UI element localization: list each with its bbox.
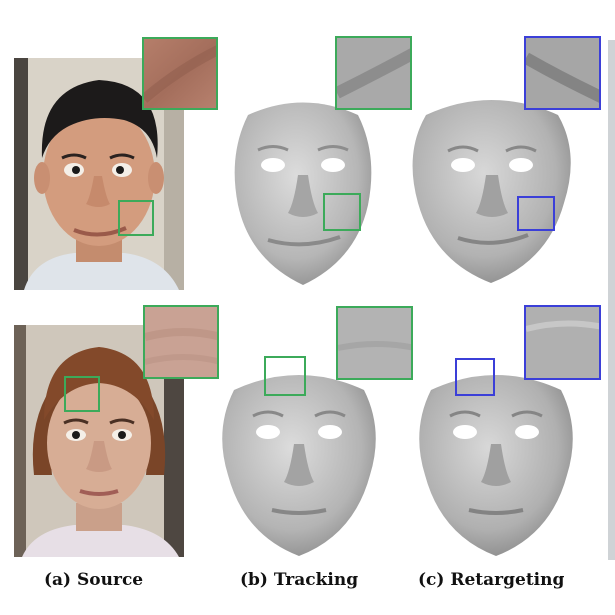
retargeting-zoom-inset-2 bbox=[524, 305, 601, 380]
tracking-crop-box-1 bbox=[323, 193, 361, 231]
tracking-zoom-inset-2 bbox=[336, 306, 413, 380]
tracking-mesh-2 bbox=[218, 360, 380, 560]
retargeting-zoom-inset-1 bbox=[524, 36, 601, 110]
source-zoom-inset-2 bbox=[143, 305, 219, 379]
source-zoom-inset-1 bbox=[142, 37, 218, 110]
right-edge-strip bbox=[608, 40, 615, 560]
source-crop-box-2 bbox=[64, 376, 100, 412]
retargeting-mesh-1 bbox=[408, 93, 574, 288]
retargeting-mesh-2 bbox=[415, 360, 577, 560]
caption-retargeting: (c) Retargeting bbox=[418, 570, 565, 590]
caption-tracking: (b) Tracking bbox=[240, 570, 359, 590]
tracking-mesh-1 bbox=[228, 95, 378, 290]
caption-source: (a) Source bbox=[44, 570, 144, 590]
retargeting-crop-box-2 bbox=[455, 358, 495, 396]
source-crop-box-1 bbox=[118, 200, 154, 236]
tracking-zoom-inset-1 bbox=[335, 36, 412, 110]
retargeting-crop-box-1 bbox=[517, 196, 555, 231]
tracking-crop-box-2 bbox=[264, 356, 306, 396]
